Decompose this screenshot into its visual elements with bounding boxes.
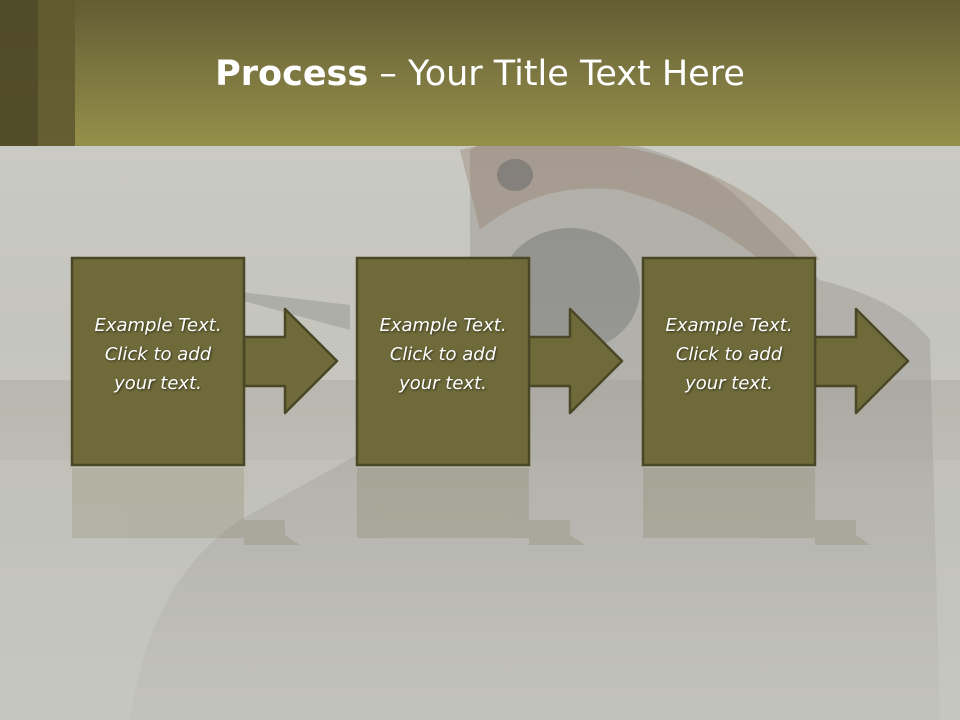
title-bold: Process (215, 54, 369, 94)
step-text-line: Click to add (104, 344, 212, 365)
step-box (70, 256, 246, 467)
reflection (72, 468, 871, 545)
header-band (0, 0, 960, 146)
step-1-text[interactable]: Example Text. Click to add your text. (72, 311, 244, 398)
step-3-text[interactable]: Example Text. Click to add your text. (643, 311, 815, 398)
slide-title[interactable]: Process – Your Title Text Here (75, 48, 885, 100)
step-text-line: Example Text. (379, 315, 507, 336)
step-text-line: your text. (685, 373, 773, 394)
arrow-right-icon (527, 307, 624, 415)
step-text-line: Example Text. (94, 315, 222, 336)
step-2-text[interactable]: Example Text. Click to add your text. (357, 311, 529, 398)
header-stripe (0, 0, 38, 146)
process-step-2[interactable] (355, 256, 624, 467)
title-rest: – Your Title Text Here (368, 54, 745, 94)
process-step-3[interactable] (641, 256, 910, 467)
process-step-1[interactable] (70, 256, 339, 467)
step-box (641, 256, 817, 467)
step-text-line: your text. (399, 373, 487, 394)
step-text-line: Click to add (389, 344, 497, 365)
step-text-line: your text. (114, 373, 202, 394)
step-text-line: Example Text. (665, 315, 793, 336)
step-text-line: Click to add (675, 344, 783, 365)
step-box (355, 256, 531, 467)
header-stripe (38, 0, 75, 146)
arrow-right-icon (813, 307, 910, 415)
arrow-right-icon (242, 307, 339, 415)
